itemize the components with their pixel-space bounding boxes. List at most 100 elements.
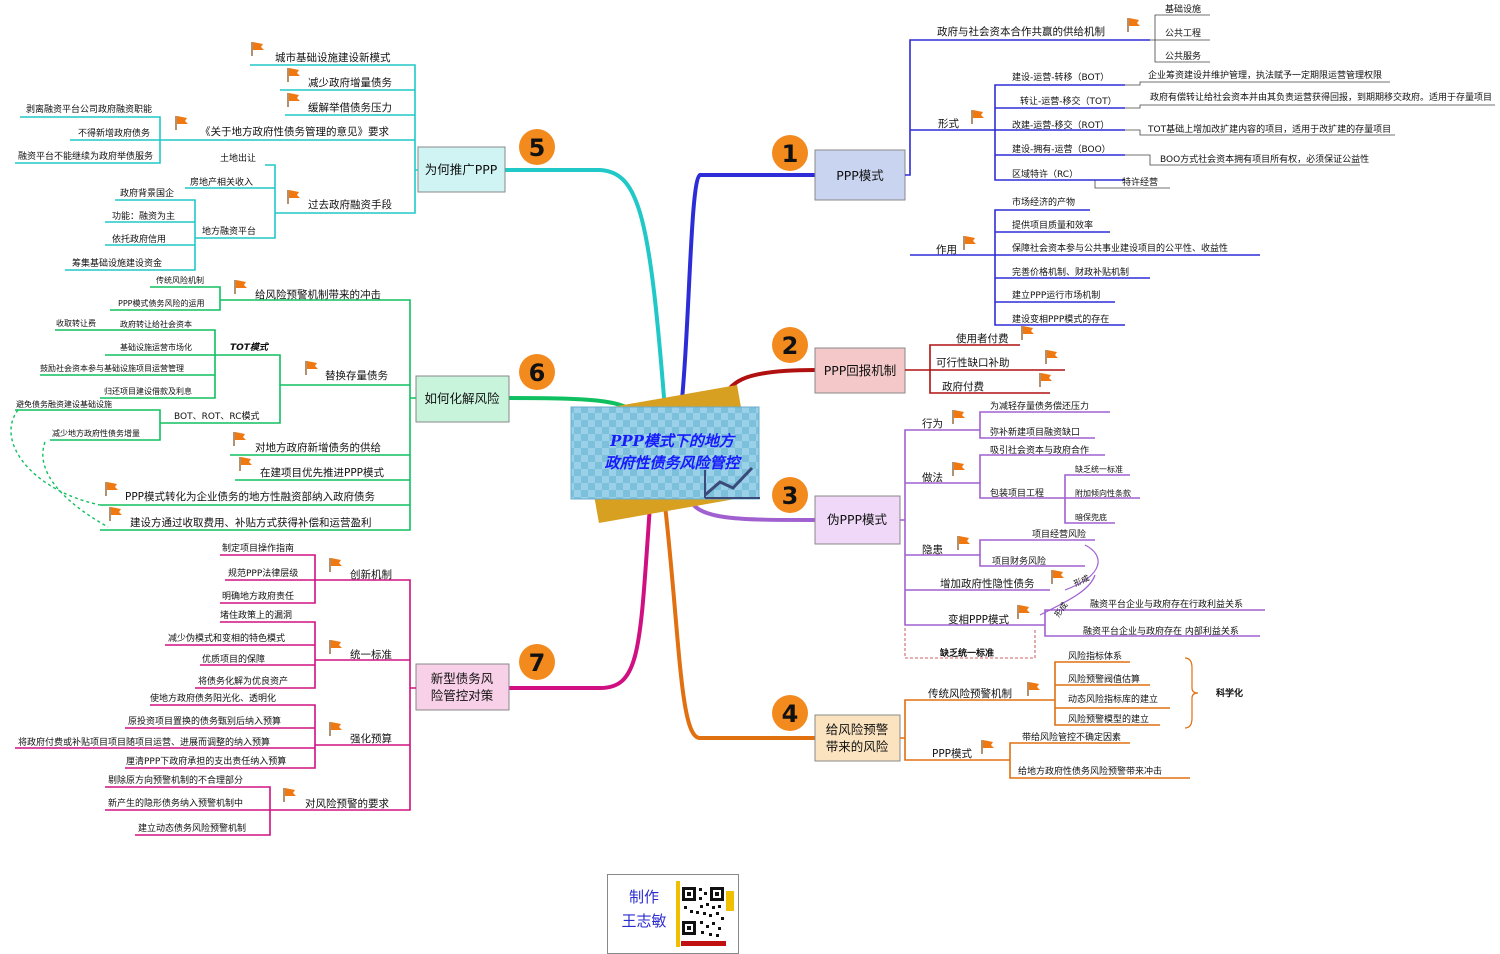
branch-7-label-2: 险管控对策 [431, 688, 494, 703]
b1-form-bot-desc: 企业筹资建设并维护管理，执法赋予一定期限运营管理权限 [1148, 69, 1382, 81]
branch-4-label-1: 给风险预警 [826, 722, 889, 737]
b4-subtree: 传统风险预警机制 风险指标体系 风险预警阀值估算 动态风险指标库的建立 风险预警… [928, 650, 1243, 777]
branch-7-label-1: 新型债务风 [431, 671, 494, 686]
b1-role-1: 市场经济的产物 [1012, 196, 1075, 208]
branch-6[interactable]: 如何化解风险 6 [415, 354, 555, 423]
b1-form-rc: 区域特许（RC） [1012, 168, 1078, 180]
b7-warn-1: 剔除原方向预警机制的不合理部分 [108, 774, 243, 786]
b5-past-1: 土地出让 [220, 152, 256, 164]
b5-opinion-3: 融资平台不能继续为政府举债服务 [18, 150, 153, 162]
b3-hazard-label[interactable]: 隐患 [922, 544, 943, 556]
b3-method-label[interactable]: 做法 [922, 471, 943, 484]
b6-swap[interactable]: 替换存量债务 [325, 369, 388, 382]
b1-role-5: 建立PPP运行市场机制 [1012, 289, 1100, 301]
branch-4-number: 4 [782, 700, 799, 728]
b3-behavior-1: 为减轻存量债务偿还压力 [990, 400, 1089, 412]
b1-subtree: 政府与社会资本合作共赢的供给机制 基础设施 公共工程 公共服务 形式 建设-运营… [936, 3, 1492, 325]
b4-ppp-1: 带给风险管控不确定因素 [1022, 731, 1121, 743]
b5-platform-4: 筹集基础设施建设资金 [72, 257, 162, 269]
b7-innovate[interactable]: 创新机制 [350, 568, 392, 581]
b1-form-rc-desc: 特许经营 [1122, 176, 1158, 188]
b6-priority[interactable]: 在建项目优先推进PPP模式 [260, 466, 384, 479]
b3-hidden-debt[interactable]: 增加政府性隐性债务 [940, 577, 1035, 590]
b7-warn-3: 建立动态债务风险预警机制 [138, 822, 246, 834]
center-title: PPP模式下的地方 政府性债务风险管控 [582, 430, 762, 474]
b5-item-1[interactable]: 城市基础设施建设新模式 [275, 51, 391, 64]
b4-ppp-2: 给地方政府性债务风险预警带来冲击 [1018, 765, 1162, 777]
b3-method-a: 吸引社会资本与政府合作 [990, 444, 1089, 456]
b3-behavior-label[interactable]: 行为 [922, 417, 943, 430]
center-title-line-2: 政府性债务风险管控 [604, 454, 740, 472]
b7-unify-4: 将债务化解为优良资产 [198, 675, 288, 687]
b1-role-label[interactable]: 作用 [936, 244, 957, 256]
b3-hazard-1: 项目经营风险 [1032, 528, 1086, 540]
branch-3-label: 伪PPP模式 [827, 512, 888, 527]
b6-new-debt[interactable]: 对地方政府新增债务的供给 [255, 441, 381, 454]
b5-platform-2: 功能：融资为主 [112, 210, 175, 222]
b1-role-2: 提供项目质量和效率 [1012, 219, 1093, 231]
b5-platform-1: 政府背景国企 [120, 187, 174, 199]
b4-traditional-4: 风险预警模型的建立 [1068, 713, 1149, 725]
b7-innovate-3: 明确地方政府责任 [222, 590, 294, 602]
branch-1-number: 1 [782, 140, 799, 168]
branch-1[interactable]: PPP模式 1 [772, 135, 906, 201]
b6-subtree: 给风险预警机制带来的冲击 传统风险机制 PPP模式债务风险的运用 替换存量债务 … [16, 275, 388, 529]
branch-1-label: PPP模式 [836, 168, 884, 183]
branch-6-number: 6 [529, 359, 546, 387]
branch-5[interactable]: 为何推广PPP 5 [417, 129, 555, 193]
b7-innovate-1: 制定项目操作指南 [222, 542, 294, 554]
b7-budget-2: 原投资项目置换的债务甄别后纳入预算 [128, 715, 281, 727]
b3-method-b-item-3: 暗保兜底 [1075, 512, 1107, 522]
b3-method-b: 包装项目工程 [990, 487, 1044, 499]
b4-traditional-label[interactable]: 传统风险预警机制 [928, 687, 1012, 700]
b2-gov-pay[interactable]: 政府付费 [942, 380, 984, 393]
b1-form-tot-desc: 政府有偿转让给社会资本并由其负责运营获得回报，到期期移交政府。适用于存量项目 [1150, 91, 1492, 103]
b6-impact-1: 传统风险机制 [156, 275, 204, 285]
b3-behavior-2: 弥补新建项目融资缺口 [990, 426, 1080, 438]
b1-role-6: 建设变相PPP模式的存在 [1012, 313, 1109, 325]
b6-tot-1: 政府转让给社会资本 [120, 319, 192, 329]
b1-form-label[interactable]: 形式 [938, 117, 959, 130]
b7-budget-4: 厘清PPP下政府承担的支出责任纳入预算 [126, 755, 286, 767]
b5-item-4[interactable]: 《关于地方政府性债务管理的意见》要求 [200, 125, 389, 138]
b5-past-2: 房地产相关收入 [190, 176, 253, 188]
center-node [570, 384, 760, 524]
b2-gap-subsidy[interactable]: 可行性缺口补助 [936, 356, 1010, 369]
b5-item-3[interactable]: 缓解举借债务压力 [308, 101, 392, 114]
b1-form-bot: 建设-运营-转移（BOT） [1012, 71, 1109, 83]
b2-user-pay[interactable]: 使用者付费 [956, 332, 1009, 345]
b6-bot-2: 减少地方政府性债务增量 [52, 428, 140, 438]
b3-method-b-item-2: 附加倾向性条款 [1075, 488, 1131, 498]
b1-supply-item-1: 基础设施 [1165, 3, 1201, 15]
b5-opinion-1: 剥离融资平台公司政府融资职能 [26, 103, 152, 115]
branch-7[interactable]: 新型债务风 险管控对策 7 [415, 644, 555, 711]
b5-past-3: 地方融资平台 [202, 225, 256, 237]
b5-item-5[interactable]: 过去政府融资手段 [308, 198, 392, 211]
b6-bot-1: 避免债务融资建设基础设施 [16, 399, 112, 409]
author-made-by: 制作 [628, 888, 659, 906]
branch-2-label: PPP回报机制 [824, 363, 897, 378]
b3-lack-standard: 缺乏统一标准 [939, 647, 994, 659]
b1-form-boo: 建设-拥有-运营（BOO） [1012, 143, 1111, 155]
b7-budget-3: 将政府付费或补贴项目项目随项目运营、进展而调整的纳入预算 [18, 736, 270, 748]
branch-2[interactable]: PPP回报机制 2 [772, 327, 906, 394]
b7-budget[interactable]: 强化预算 [350, 732, 392, 745]
b7-unify[interactable]: 统一标准 [350, 648, 392, 661]
branch-3[interactable]: 伪PPP模式 3 [772, 477, 901, 545]
b1-supply-item-3: 公共服务 [1165, 50, 1201, 62]
b6-tot-4: 归还项目建设借款及利息 [104, 386, 192, 396]
b3-variant-label[interactable]: 变相PPP模式 [948, 613, 1009, 626]
b4-ppp-label[interactable]: PPP模式 [932, 747, 972, 760]
b6-convert[interactable]: PPP模式转化为企业债务的地方性融资部纳入政府债务 [125, 490, 375, 503]
b6-profit[interactable]: 建设方通过收取费用、补贴方式获得补偿和运营盈利 [130, 516, 372, 529]
b1-supply-item-2: 公共工程 [1165, 28, 1201, 39]
branch-4[interactable]: 给风险预警 带来的风险 4 [772, 695, 901, 762]
b7-warn[interactable]: 对风险预警的要求 [305, 797, 389, 810]
b5-item-2[interactable]: 减少政府增量债务 [308, 76, 392, 89]
b6-impact[interactable]: 给风险预警机制带来的冲击 [255, 288, 381, 301]
branch-4-label-2: 带来的风险 [826, 739, 889, 754]
author-label: 制作 王志敏 [614, 885, 674, 933]
b1-supply-mechanism[interactable]: 政府与社会资本合作共赢的供给机制 [937, 25, 1105, 38]
